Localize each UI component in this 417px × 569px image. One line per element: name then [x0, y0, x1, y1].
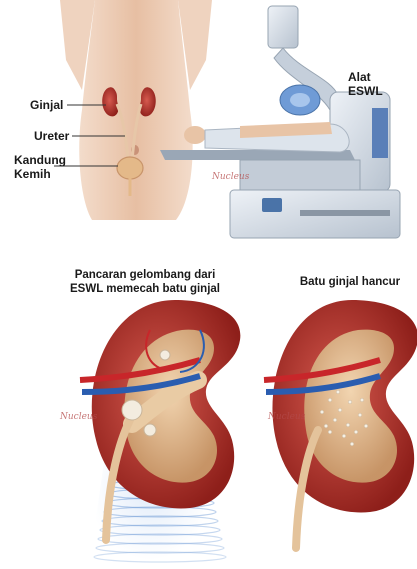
- label-ureter: Ureter: [34, 129, 69, 143]
- stone-fragment: [358, 413, 362, 417]
- stone-fragment: [333, 418, 337, 422]
- caption-shockwave-line2: ESWL memecah batu ginjal: [50, 282, 240, 296]
- stone-fragment: [320, 410, 324, 414]
- stone-fragment: [346, 423, 350, 427]
- stone-fragment: [328, 398, 332, 402]
- stone-fragment: [354, 430, 358, 434]
- torso-illustration: [60, 0, 212, 220]
- label-kidney: Ginjal: [30, 98, 63, 112]
- stone-fragment: [342, 434, 346, 438]
- patient-on-table: [184, 122, 349, 152]
- label-bladder-line2: Kemih: [14, 167, 51, 181]
- stone-fragment: [328, 430, 332, 434]
- label-bladder-line1: Kandung: [14, 153, 66, 167]
- stone-fragment: [324, 424, 328, 428]
- watermark-right: Nucleus: [268, 412, 305, 422]
- stone-fragment: [348, 400, 352, 404]
- stone-fragment: [364, 424, 368, 428]
- label-eswl-line1: Alat: [348, 70, 371, 84]
- watermark-top: Nucleus: [212, 172, 249, 182]
- caption-stone-crushed: Batu ginjal hancur: [290, 275, 410, 289]
- stone-fragment: [360, 398, 364, 402]
- caption-shockwave-line1: Pancaran gelombang dari: [50, 268, 240, 282]
- stone-fragment: [350, 442, 354, 446]
- stone-fragment: [338, 408, 342, 412]
- watermark-left: Nucleus: [60, 412, 97, 422]
- kidney-right-large: [264, 300, 417, 548]
- label-eswl-line2: ESWL: [348, 84, 383, 98]
- stone-fragment: [336, 390, 340, 394]
